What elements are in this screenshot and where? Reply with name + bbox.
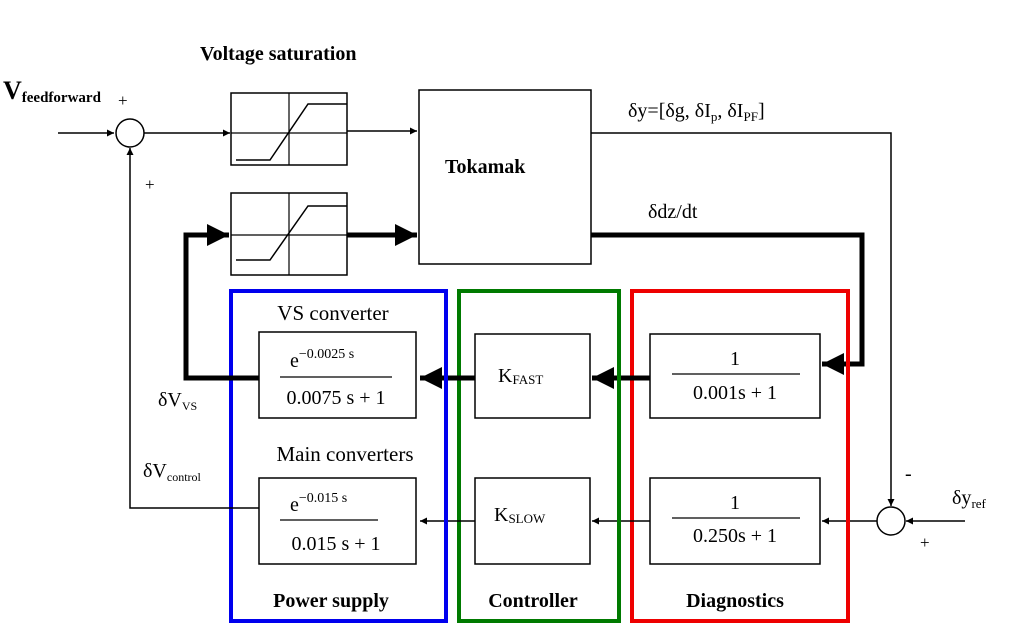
vs-converter-title: VS converter <box>277 301 388 325</box>
diagnostics-group <box>630 289 850 623</box>
svg-text:KFAST: KFAST <box>498 365 543 387</box>
diagnostics-label: Diagnostics <box>686 590 784 612</box>
control-sign: + <box>145 175 155 194</box>
velocity-label: δdz/dt <box>648 201 698 223</box>
power-supply-group <box>229 289 448 623</box>
power-supply-label: Power supply <box>273 590 389 612</box>
control-feedback-wire <box>126 148 259 509</box>
vvs-label: δVVS <box>158 389 197 413</box>
svg-text:e−0.015 s: e−0.015 s <box>290 491 347 516</box>
controller-kslow-block: KSLOW <box>474 477 591 565</box>
svg-text:0.015 s + 1: 0.015 s + 1 <box>291 533 380 555</box>
yref-label: δyref <box>952 487 987 511</box>
diagnostics-slow-filter: 1 0.250s + 1 <box>649 477 821 565</box>
saturation-block-bottom <box>230 192 348 276</box>
saturation-block-top <box>230 92 348 166</box>
summing-junction-ref <box>876 506 906 536</box>
svg-text:1: 1 <box>730 492 740 514</box>
controller-kfast-block: KFAST <box>474 333 591 419</box>
controller-label: Controller <box>488 590 578 612</box>
tokamak-label: Tokamak <box>445 156 526 178</box>
summing-junction-top <box>115 118 145 148</box>
svg-text:0.0075 s + 1: 0.0075 s + 1 <box>286 387 385 409</box>
tokamak-block <box>418 89 592 265</box>
svg-text:KSLOW: KSLOW <box>494 504 546 526</box>
main-converters-block: e−0.015 s 0.015 s + 1 <box>258 477 417 565</box>
diagram-title: Voltage saturation <box>200 43 356 65</box>
feedforward-label: Vfeedforward <box>3 76 102 106</box>
svg-text:1: 1 <box>730 348 740 370</box>
controller-group <box>457 289 621 623</box>
vs-converter-block: e−0.0025 s 0.0075 s + 1 <box>258 331 417 419</box>
ref-sign-plus: + <box>920 533 930 552</box>
output-y-wire <box>591 132 895 506</box>
diagnostics-fast-filter: 1 0.001s + 1 <box>649 333 821 419</box>
ref-sign-minus: - <box>905 463 912 485</box>
output-y-label: δy=[δg, δIp, δIPF] <box>628 100 765 124</box>
main-converters-title: Main converters <box>276 442 413 466</box>
feedforward-sign: + <box>118 91 128 110</box>
velocity-wire <box>591 232 865 375</box>
vs-feedback-wire <box>183 224 259 381</box>
vcontrol-label: δVcontrol <box>143 460 202 484</box>
svg-text:0.001s + 1: 0.001s + 1 <box>693 382 777 404</box>
svg-text:0.250s + 1: 0.250s + 1 <box>693 525 777 547</box>
svg-text:e−0.0025 s: e−0.0025 s <box>290 347 354 372</box>
